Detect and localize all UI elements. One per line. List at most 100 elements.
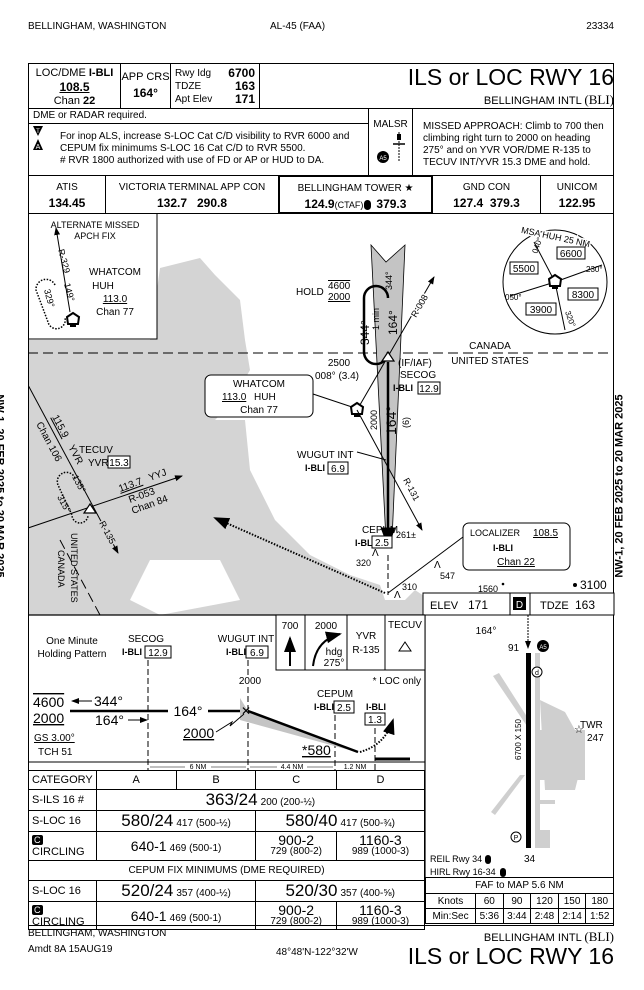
whatcom-vor-box	[204, 374, 314, 418]
min-main: 640-1	[130, 907, 167, 924]
min-sub: 357 (400-⅝)	[340, 888, 395, 899]
apt-elev-label: Apt Elev	[175, 94, 213, 105]
time-label: Min:Sec	[424, 908, 477, 924]
msa-sector-alt: 8300	[572, 290, 595, 301]
hold-inbound-course: 164°	[386, 310, 400, 335]
turn-arrow-icon	[312, 631, 342, 667]
min-sub: 989 (1000-3)	[351, 915, 410, 927]
tecuv-vor: YVR	[88, 458, 109, 469]
min-alt-2000: 2000	[369, 410, 379, 430]
profile-hold-min: 2000	[33, 710, 64, 726]
missed-approach-path	[213, 517, 386, 594]
comm-freq: 127.4 379.3	[453, 196, 520, 210]
comm-label: GND CON	[462, 182, 511, 193]
note-line: CEPUM fix minimums S-LOC 16 Cat C/D to R…	[60, 143, 306, 154]
row-label: S-LOC 16	[28, 810, 97, 832]
tdze-label-plan: TDZE	[540, 600, 569, 612]
tecuv-name: TECUV	[79, 445, 113, 456]
page-title: ILS or LOC RWY 16	[407, 64, 614, 90]
min-main: 580/24	[121, 811, 174, 830]
time-value: 2:14	[557, 908, 587, 924]
knots-value: 90	[502, 893, 532, 909]
footer-airport-name: BELLINGHAM INTL	[483, 932, 582, 944]
svg-text:A5: A5	[379, 156, 387, 162]
row-label: S-LOC 16	[28, 880, 97, 902]
threshold-elev: 91	[508, 643, 520, 654]
cepum-name: CEPUM	[362, 525, 398, 536]
holding-pattern	[362, 284, 390, 366]
wugut-dme: 6.9	[331, 464, 345, 475]
alt-whatcom: WHATCOM	[89, 267, 141, 278]
hold-min-alt: 2000	[328, 292, 351, 303]
elev-label: ELEV	[430, 600, 459, 612]
malsr-icon: A5	[376, 132, 405, 163]
glideslope-shading	[240, 698, 360, 753]
profile-mda: *580	[302, 742, 331, 758]
tower-elev: 247	[587, 733, 604, 744]
comm-freq: 132.7 290.8	[156, 196, 228, 210]
profile-alt-2000: 2000	[239, 676, 262, 687]
loc-frequency: 108.5	[59, 80, 90, 94]
plan-view: CANADA UNITED STATES ALTERNATE MISSED AP…	[29, 214, 613, 615]
cepum-loc: I-BLI	[355, 538, 375, 548]
chan-value: 22	[83, 95, 96, 107]
profile-wugut-dme: 6.9	[250, 648, 264, 659]
row-label: S-ILS 16 #	[28, 789, 97, 811]
cepum-header: CEPUM FIX MINIMUMS (DME REQUIRED)	[28, 860, 425, 881]
faf-title: FAF to MAP 5.6 NM	[425, 877, 614, 894]
cat-b: B	[175, 770, 257, 790]
msa-bearing: 230°	[586, 265, 603, 274]
alt-course2: 329°	[42, 288, 57, 309]
svg-text:A: A	[36, 144, 41, 151]
vor-icon	[66, 312, 80, 328]
reil-note: REIL Rwy 34	[430, 854, 482, 864]
rwy-ldg-value: 6700	[228, 66, 255, 80]
ma-radial: R-135	[352, 645, 380, 656]
time-value: 3:44	[502, 908, 532, 924]
loc-id: I-BLI	[88, 67, 114, 79]
hold-note: One Minute	[46, 636, 98, 647]
ma-climb-alt: 700	[282, 621, 299, 632]
airport-name-text: BELLINGHAM INTL	[483, 95, 582, 107]
profile-map-loc: I-BLI	[366, 702, 386, 712]
profile-map-dme: 1.3	[368, 715, 382, 726]
ma-turn-alt: 2000	[315, 621, 338, 632]
rwy-ldg-label: Rwy Idg	[175, 68, 212, 79]
msa-bearing: 050°	[505, 293, 522, 302]
secog-role: (IF/IAF)	[398, 358, 432, 369]
airport-course: 164°	[476, 626, 497, 637]
profile-secog-loc: I-BLI	[122, 647, 142, 657]
yyj-radial	[29, 475, 183, 529]
alt-2500: 2500	[328, 358, 351, 369]
msa-sector-alt: 5500	[513, 264, 536, 275]
glideslope-path	[247, 709, 359, 754]
circling-badge: C	[32, 835, 43, 845]
profile-cepum-dme: 2.5	[337, 703, 351, 714]
localizer-title: LOCALIZER	[470, 528, 521, 538]
table-row: S-ILS 16 #363/24 200 (200-½)	[28, 789, 426, 811]
min-main: 900-2	[278, 832, 315, 848]
feeder-course: 008° (3.4)	[315, 371, 359, 382]
notes-box: For inop ALS, increase S-LOC Cat C/D vis…	[28, 123, 369, 176]
profile-inbound: 164°	[95, 712, 124, 728]
comm-freq: 122.95	[558, 196, 596, 210]
comm-freq-uhf: 379.3	[376, 197, 407, 211]
comm-label: VICTORIA TERMINAL APP CON	[118, 182, 266, 193]
alt-title2: APCH FIX	[74, 231, 116, 241]
r008-label: R-008	[409, 293, 430, 319]
cat-a: A	[95, 770, 177, 790]
r131-label: R-131	[401, 476, 421, 502]
comm-approach: VICTORIA TERMINAL APP CON 132.7 290.8	[105, 175, 279, 214]
canada-label: CANADA	[469, 341, 511, 352]
alt-huh: HUH	[92, 281, 114, 292]
min-main: 580/40	[285, 811, 338, 830]
localizer-freq: 108.5	[533, 528, 558, 539]
msa-sector-alt: 6600	[560, 249, 583, 260]
